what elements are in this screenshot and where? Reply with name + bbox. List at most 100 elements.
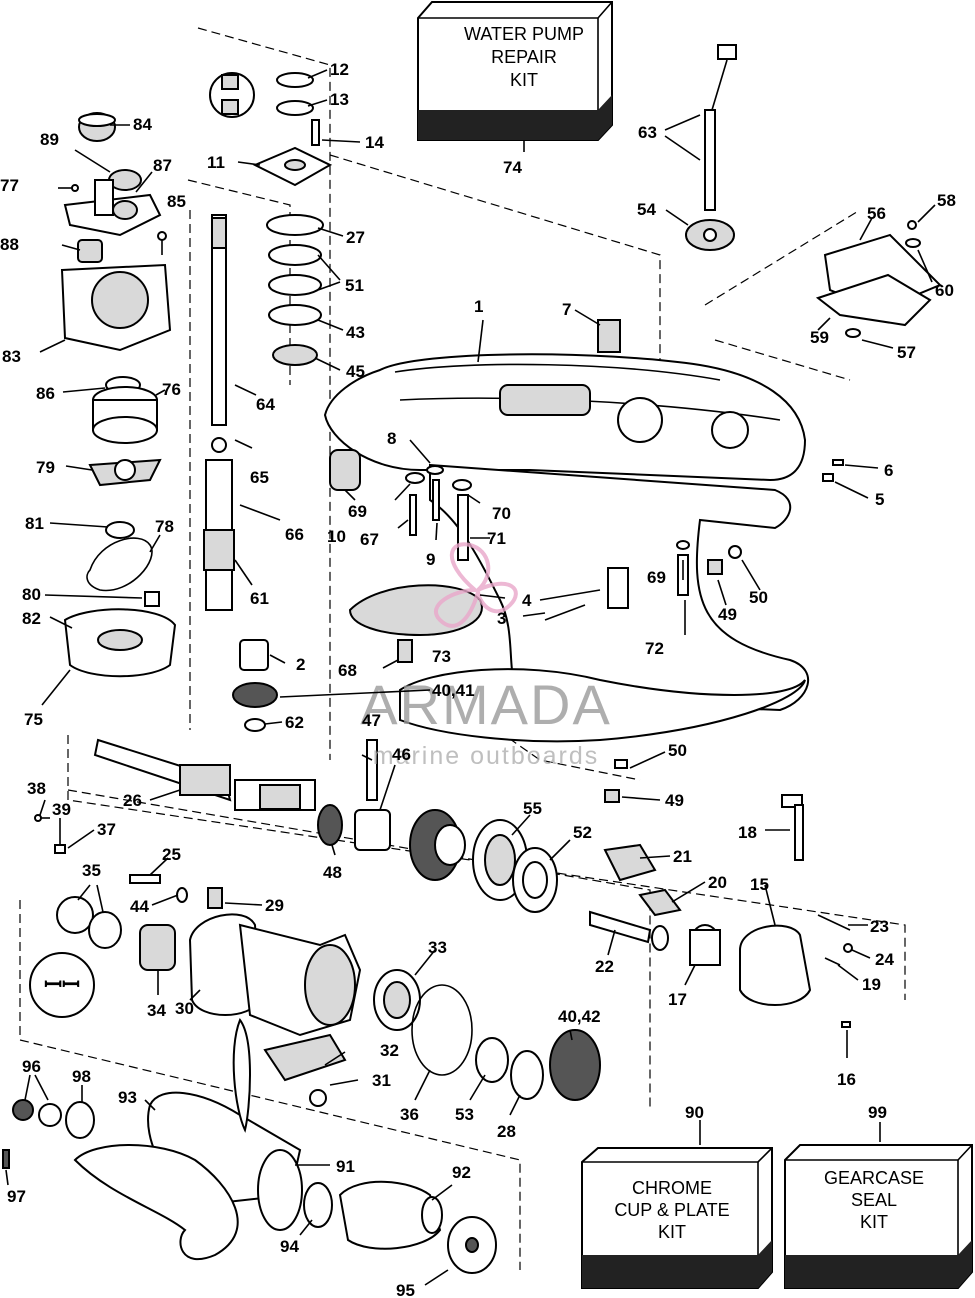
gearcase-kit-line-2: SEAL <box>851 1190 897 1210</box>
label-7: 7 <box>562 300 571 319</box>
label-13: 13 <box>330 90 349 109</box>
gearcase-seal-kit-box: GEARCASE SEAL KIT <box>784 1144 973 1289</box>
label-64: 64 <box>256 395 275 414</box>
label-55: 55 <box>523 799 542 818</box>
water-pump-kit-line-1: WATER PUMP <box>464 24 584 44</box>
label-59: 59 <box>810 328 829 347</box>
label-25: 25 <box>162 845 181 864</box>
label-74: 74 <box>503 158 522 177</box>
label-68: 68 <box>338 661 357 680</box>
label-62: 62 <box>285 713 304 732</box>
label-58: 58 <box>937 191 956 210</box>
label-67: 67 <box>360 530 379 549</box>
label-27: 27 <box>346 228 365 247</box>
label-60: 60 <box>935 281 954 300</box>
chrome-cup-plate-kit-box: CHROME CUP & PLATE KIT <box>581 1147 773 1289</box>
label-36: 36 <box>400 1105 419 1124</box>
label-47: 47 <box>362 711 381 730</box>
watermark-tagline: marine outboards <box>373 742 600 770</box>
label-29: 29 <box>265 896 284 915</box>
label-95: 95 <box>396 1281 415 1298</box>
label-85: 85 <box>167 192 186 211</box>
armada-watermark: ARMADA marine outboards <box>360 542 610 770</box>
label-71: 71 <box>487 529 506 548</box>
label-33: 33 <box>428 938 447 957</box>
label-21: 21 <box>673 847 692 866</box>
propshaft-parts <box>93 738 853 1028</box>
label-11: 11 <box>207 153 225 172</box>
label-15: 15 <box>750 875 769 894</box>
label-96: 96 <box>22 1057 41 1076</box>
label-49-a: 49 <box>718 605 737 624</box>
label-84: 84 <box>133 115 152 134</box>
propeller-parts <box>2 1017 497 1274</box>
label-43: 43 <box>346 323 365 342</box>
chrome-kit-line-1: CHROME <box>632 1178 712 1198</box>
label-83: 83 <box>2 347 21 366</box>
label-80: 80 <box>22 585 41 604</box>
part-number-labels: 1 2 3 4 5 6 7 8 9 10 11 12 13 14 15 16 1… <box>0 60 956 1298</box>
label-93: 93 <box>118 1088 137 1107</box>
label-81: 81 <box>25 514 44 533</box>
label-69-b: 69 <box>647 568 666 587</box>
label-16: 16 <box>837 1070 856 1089</box>
label-2: 2 <box>296 655 305 674</box>
label-66: 66 <box>285 525 304 544</box>
leader-lines <box>5 69 936 1286</box>
label-91: 91 <box>336 1157 355 1176</box>
driveshaft-parts <box>203 72 333 732</box>
label-53: 53 <box>455 1105 474 1124</box>
label-46: 46 <box>392 745 411 764</box>
label-50-b: 50 <box>668 741 687 760</box>
label-26: 26 <box>123 791 142 810</box>
label-9: 9 <box>426 550 435 569</box>
label-10: 10 <box>327 527 346 546</box>
label-73: 73 <box>432 647 451 666</box>
bearing-carrier-parts: ꟷꟷ <box>29 814 601 1107</box>
label-97: 97 <box>7 1187 26 1206</box>
label-5: 5 <box>875 490 884 509</box>
label-61: 61 <box>250 589 269 608</box>
label-76: 76 <box>162 380 181 399</box>
label-69-a: 69 <box>348 502 367 521</box>
label-86: 86 <box>36 384 55 403</box>
gearcase-kit-line-3: KIT <box>860 1212 888 1232</box>
gearcase-kit-line-1: GEARCASE <box>824 1168 924 1188</box>
label-31: 31 <box>372 1071 391 1090</box>
label-30: 30 <box>175 999 194 1018</box>
label-23: 23 <box>870 917 889 936</box>
label-49-b: 49 <box>665 791 684 810</box>
label-37: 37 <box>97 820 116 839</box>
label-51: 51 <box>345 276 364 295</box>
label-3: 3 <box>497 609 506 628</box>
label-6: 6 <box>884 461 893 480</box>
water-pump-parts <box>58 112 177 678</box>
label-24: 24 <box>875 950 894 969</box>
label-65: 65 <box>250 468 269 487</box>
label-39: 39 <box>52 800 71 819</box>
water-pump-kit-line-3: KIT <box>510 70 538 90</box>
label-4: 4 <box>522 591 532 610</box>
label-50-a: 50 <box>749 588 768 607</box>
label-92: 92 <box>452 1163 471 1182</box>
label-18: 18 <box>738 823 757 842</box>
label-94: 94 <box>280 1237 299 1256</box>
label-63: 63 <box>638 123 657 142</box>
label-82: 82 <box>22 609 41 628</box>
label-8: 8 <box>387 429 396 448</box>
label-32: 32 <box>380 1041 399 1060</box>
label-22: 22 <box>595 957 614 976</box>
label-54: 54 <box>637 200 656 219</box>
label-78: 78 <box>155 517 174 536</box>
label-99: 99 <box>868 1103 887 1122</box>
label-70: 70 <box>492 504 511 523</box>
gearcase-housing <box>323 353 810 743</box>
chrome-kit-line-2: CUP & PLATE <box>614 1200 729 1220</box>
label-38: 38 <box>27 779 46 798</box>
label-45: 45 <box>346 362 365 381</box>
water-pump-kit-line-2: REPAIR <box>491 47 557 67</box>
label-89: 89 <box>40 130 59 149</box>
label-75: 75 <box>24 710 43 729</box>
label-90: 90 <box>685 1103 704 1122</box>
